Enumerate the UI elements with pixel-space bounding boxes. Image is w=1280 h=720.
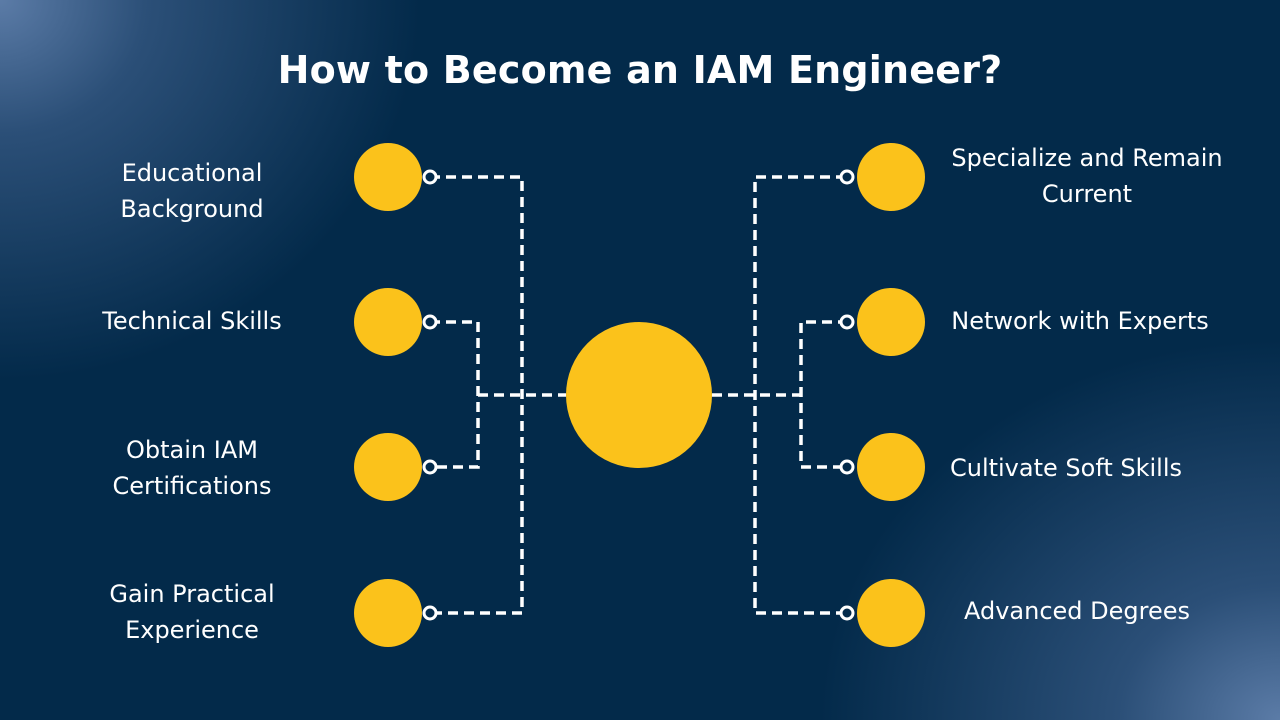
right-connector-dot-1 (839, 169, 855, 185)
right-connector-dot-4 (839, 605, 855, 621)
left-step-label-1: Educational Background (120, 159, 264, 223)
right-step-label-3: Cultivate Soft Skills (949, 454, 1183, 482)
right-step-label-4: Advanced Degrees (963, 597, 1191, 625)
page-title: How to Become an IAM Engineer? (277, 48, 1003, 92)
right-step-label-1: Specialize and Remain Current (951, 144, 1223, 208)
step-nodes (354, 143, 925, 647)
left-step-node-2 (354, 288, 422, 356)
left-connector-dot-3 (422, 459, 438, 475)
left-connector-dot-1 (422, 169, 438, 185)
connector-right-outer (753, 175, 846, 615)
left-step-label-4: Gain Practical Experience (109, 580, 275, 644)
connector-lines (430, 175, 848, 615)
left-step-node-3 (354, 433, 422, 501)
left-step-node-4 (354, 579, 422, 647)
right-step-label-2: Network with Experts (951, 307, 1209, 335)
right-step-node-2 (857, 288, 925, 356)
right-step-node-4 (857, 579, 925, 647)
right-step-node-3 (857, 433, 925, 501)
left-connector-dot-4 (422, 605, 438, 621)
center-node (566, 322, 712, 468)
left-step-label-2: Technical Skills (102, 307, 282, 335)
left-connector-dot-2 (422, 314, 438, 330)
right-connector-dot-3 (839, 459, 855, 475)
left-step-node-1 (354, 143, 422, 211)
left-step-label-3: Obtain IAM Certifications (112, 436, 272, 500)
connector-left-inner (430, 320, 480, 469)
connector-right-inner (799, 320, 848, 469)
right-connector-dot-2 (839, 314, 855, 330)
connector-left-outer (430, 175, 524, 615)
right-step-node-1 (857, 143, 925, 211)
